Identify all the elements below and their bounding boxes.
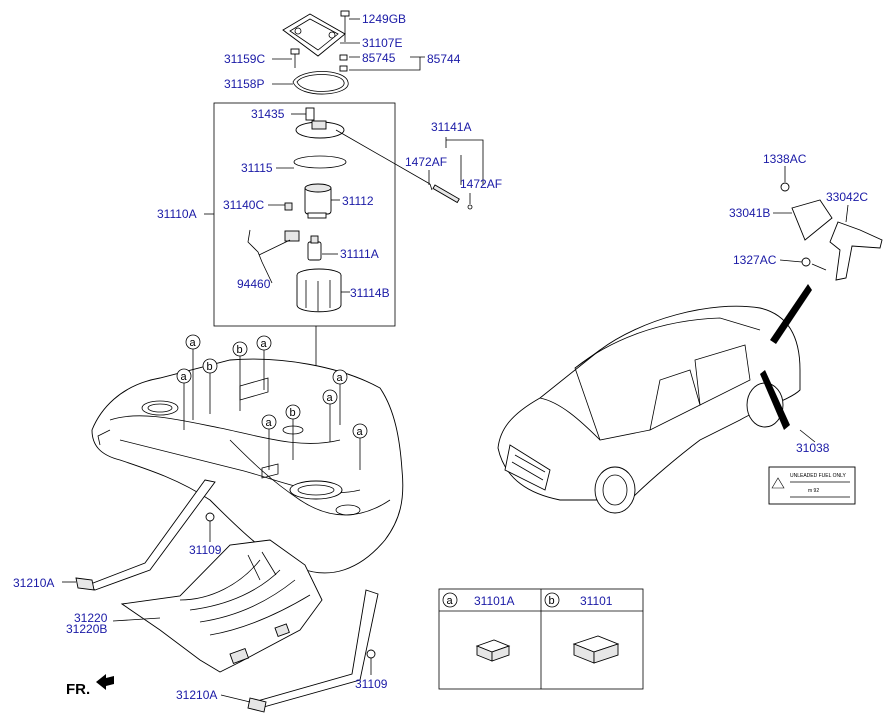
svg-text:a: a <box>181 371 188 383</box>
cover-plate <box>282 13 346 57</box>
gasket-ring <box>292 71 349 95</box>
callout-a-2: a <box>176 368 192 384</box>
hose-31141a <box>429 183 473 210</box>
callout-a-7: a <box>352 423 368 439</box>
nut-85745 <box>339 54 348 72</box>
bolt-1249gb <box>340 10 350 42</box>
svg-text:a: a <box>261 338 268 350</box>
label-plate-text: UNLEADED FUEL ONLY <box>790 473 847 479</box>
ecu-33041b <box>791 199 833 241</box>
label-31038: 31038 <box>796 441 830 455</box>
svg-text:a: a <box>327 392 334 404</box>
label-1327ac: 1327AC <box>733 253 777 267</box>
label-plate-31038: UNLEADED FUEL ONLY m 92 <box>768 466 856 505</box>
legend-b-letter: b <box>549 595 555 607</box>
label-31435: 31435 <box>251 107 285 121</box>
car-outline <box>497 305 801 514</box>
strap-rear <box>247 589 379 713</box>
label-31220b: 31220B <box>66 622 107 636</box>
pump-assembly-box <box>213 102 396 327</box>
callout-a-3: a <box>256 335 272 351</box>
sender-94460 <box>247 229 300 263</box>
legend-b-part: 31101 <box>580 594 613 608</box>
o-ring-31115 <box>293 155 347 169</box>
pointer-arrows <box>760 284 812 430</box>
callout-b-3: b <box>285 404 301 420</box>
label-31159c: 31159C <box>224 52 265 66</box>
callout-a-1: a <box>185 334 201 350</box>
label-31112: 31112 <box>342 194 374 208</box>
label-31210a-2: 31210A <box>176 688 217 702</box>
label-31141a: 31141A <box>431 120 471 134</box>
bolt-1327ac <box>801 257 811 267</box>
clip-31140c <box>284 202 293 211</box>
pump-body-31112 <box>304 183 332 219</box>
label-33041b: 33041B <box>729 206 770 220</box>
svg-text:b: b <box>290 407 296 419</box>
svg-text:b: b <box>207 361 213 373</box>
bracket-33042c <box>829 221 883 281</box>
bolt-1338ac <box>780 182 790 192</box>
front-direction-arrow: FR. <box>66 674 114 698</box>
callout-a-4: a <box>261 414 277 430</box>
label-31111a: 31111A <box>340 247 379 261</box>
callout-a-6: a <box>332 369 348 385</box>
legend-a-letter: a <box>447 595 454 607</box>
callout-b-1: b <box>202 358 218 374</box>
label-31115: 31115 <box>241 161 273 175</box>
fr-label: FR. <box>66 681 90 698</box>
label-1472af-2: 1472AF <box>460 177 502 191</box>
svg-text:a: a <box>357 426 364 438</box>
legend-a-part: 31101A <box>474 594 514 608</box>
svg-text:a: a <box>337 372 344 384</box>
legend-table: a 31101A b 31101 <box>438 588 644 690</box>
bolt-31159c <box>290 48 300 68</box>
svg-text:a: a <box>190 337 197 349</box>
label-31109-2: 31109 <box>355 677 388 691</box>
label-85744: 85744 <box>427 52 461 66</box>
fuel-tank <box>91 358 404 574</box>
label-85745: 85745 <box>362 51 396 65</box>
callout-b-2: b <box>232 341 248 357</box>
label-1472af-1: 1472AF <box>405 155 447 169</box>
heat-shield <box>120 539 323 673</box>
label-31114b: 31114B <box>350 286 390 300</box>
label-31158p: 31158P <box>224 77 264 91</box>
label-94460: 94460 <box>237 277 271 291</box>
label-31210a-1: 31210A <box>13 576 54 590</box>
label-31140c: 31140C <box>223 198 264 212</box>
pump-flange <box>295 107 345 139</box>
label-31107e: 31107E <box>362 36 402 50</box>
label-33042c: 33042C <box>826 190 868 204</box>
callout-a-5: a <box>322 389 338 405</box>
callout-leaders <box>183 349 361 470</box>
label-31110a: 31110A <box>157 207 197 221</box>
strap-front <box>75 479 216 591</box>
reservoir-31114b <box>296 268 342 313</box>
svg-text:a: a <box>266 417 273 429</box>
svg-text:b: b <box>237 344 243 356</box>
label-1338ac: 1338AC <box>763 152 807 166</box>
label-31220: 31220 <box>74 611 108 625</box>
label-31109-1: 31109 <box>189 543 222 557</box>
label-plate-model: m 92 <box>808 488 819 494</box>
label-1249gb: 1249GB <box>362 12 406 26</box>
sensor-31111a <box>307 235 322 261</box>
